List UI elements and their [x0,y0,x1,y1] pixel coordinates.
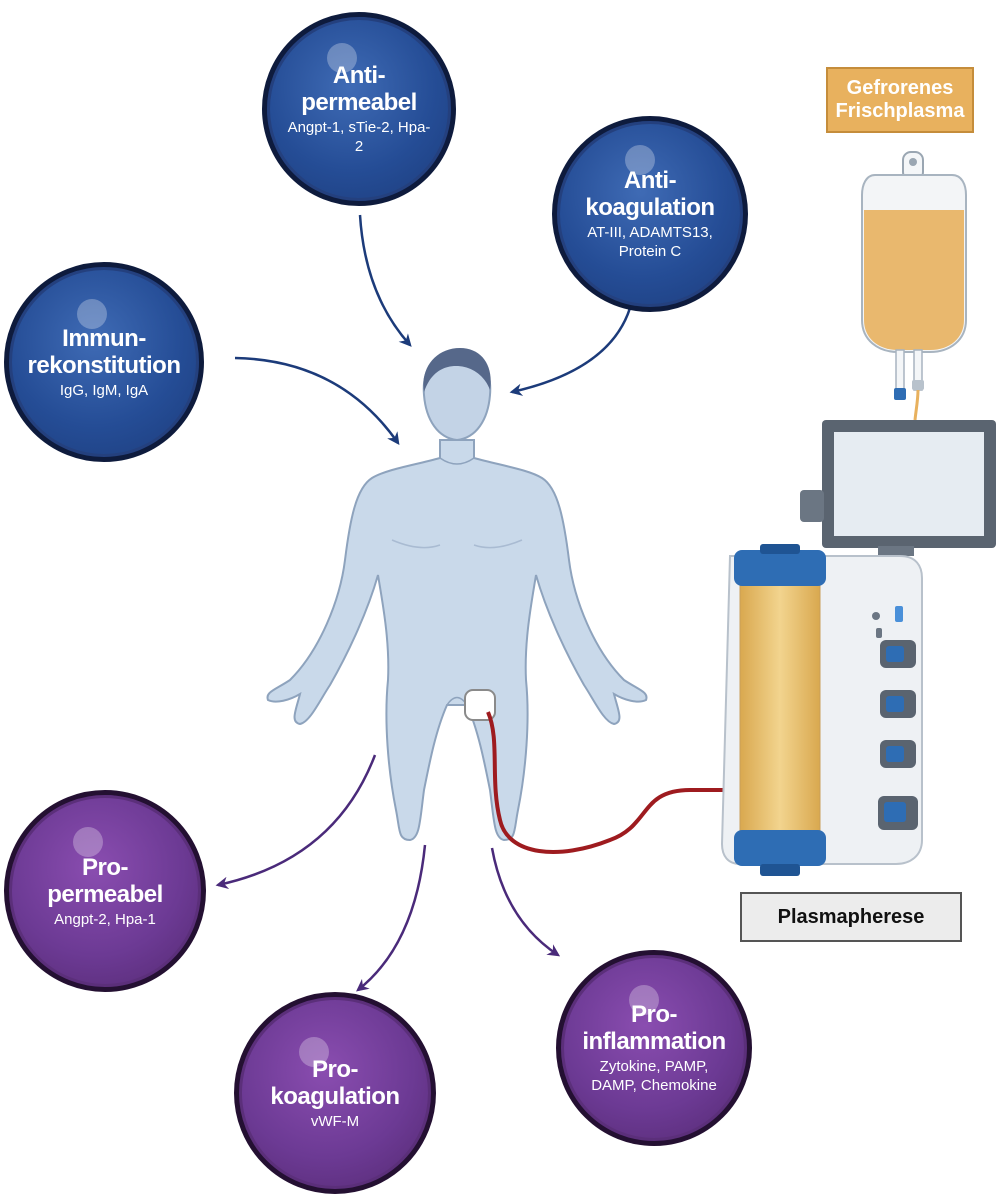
arrow-pro-permeabel [215,754,377,890]
plasmapherese-label: Plasmapherese [740,892,962,942]
node-title-line1: Pro- [82,853,129,881]
node-title-line2: permeabel [47,880,163,908]
node-title-line1: Anti- [332,62,386,89]
node-subtitle: AT-III, ADAMTS13, Protein C [587,224,713,260]
node-title-line2: rekonstitution [27,351,182,379]
node-pro-permeabel: Pro- permeabel Angpt-2, Hpa-1 [4,790,206,992]
node-title-line1: Pro- [312,1055,359,1083]
plasma-bag-icon [861,151,967,421]
node-anti-permeabel: Anti- permeabel Angpt-1, sTie-2, Hpa-2 [262,12,456,206]
node-pro-koagulation: Pro- koagulation vWF-M [234,992,436,1194]
node-subtitle: IgG, IgM, IgA [59,381,149,399]
node-subtitle: Zytokine, PAMP, DAMP, Chemokine [591,1058,717,1094]
node-title-line2: inflammation [582,1028,726,1055]
node-title-line2: koagulation [585,194,715,221]
arrow-immunrekonstitution [234,356,400,446]
catheter-icon [464,689,725,854]
node-title-line1: Anti- [623,167,677,194]
node-anti-koagulation: Anti- koagulation AT-III, ADAMTS13, Prot… [552,116,748,312]
fresh-frozen-plasma-label: Gefrorenes Frischplasma [826,67,974,133]
arrow-pro-inflammation [490,847,561,957]
node-title-line2: permeabel [301,89,417,116]
node-immunrekonstitution: Immun- rekonstitution IgG, IgM, IgA [4,262,204,462]
arrow-anti-koagulation [509,307,632,396]
arrow-anti-permeabel [358,214,412,347]
plasmapheresis-machine-icon [720,420,996,876]
node-subtitle: vWF-M [310,1112,360,1130]
human-body-icon [266,348,648,842]
node-subtitle: Angpt-1, sTie-2, Hpa-2 [287,119,431,155]
node-title-line2: koagulation [270,1082,400,1110]
node-title-line1: Immun- [62,324,146,352]
node-pro-inflammation: Pro- inflammation Zytokine, PAMP, DAMP, … [556,950,752,1146]
arrow-pro-koagulation [356,844,427,992]
node-subtitle: Angpt-2, Hpa-1 [54,910,156,928]
node-title-line1: Pro- [631,1001,678,1028]
